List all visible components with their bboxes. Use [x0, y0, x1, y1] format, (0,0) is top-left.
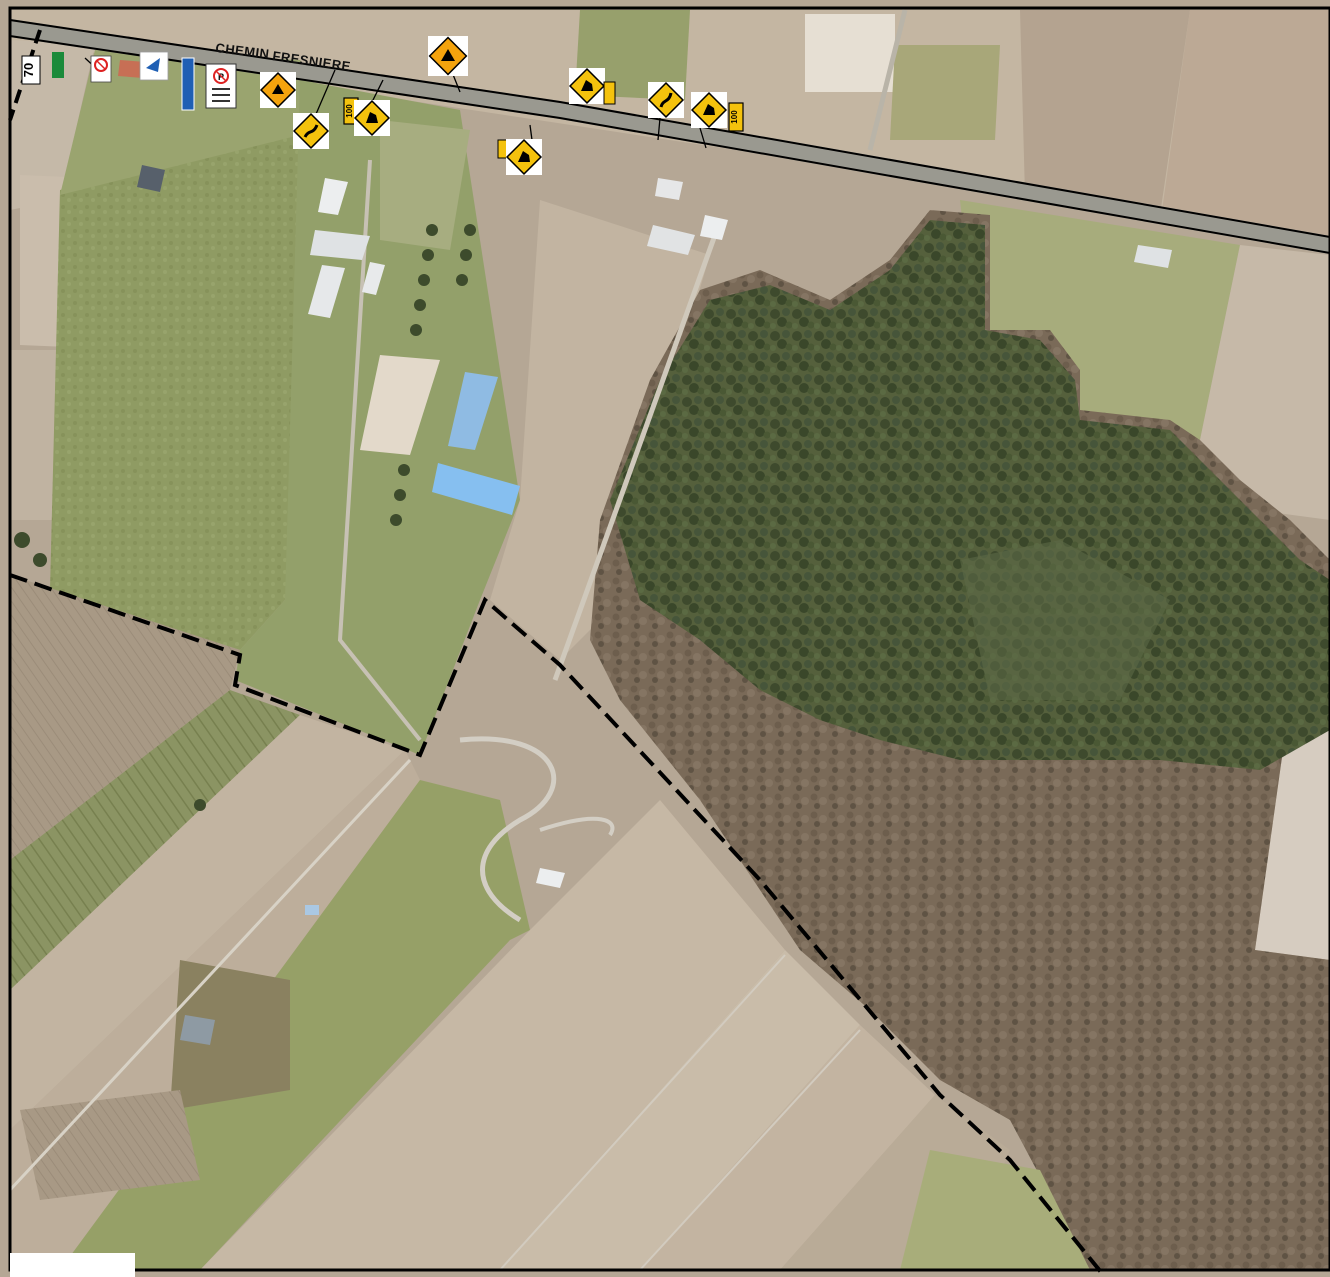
barn-roof-white-5 [647, 225, 695, 255]
barn-roof-white-2 [318, 178, 348, 215]
orchard-strip [10, 690, 300, 990]
road-name-label-1: CHEMIN [215, 40, 271, 62]
barn-roof-white-4 [362, 262, 385, 295]
field-south-1 [200, 800, 785, 1270]
warning-sign-horse-2[interactable] [353, 99, 391, 137]
barn-roof-blue [448, 372, 498, 450]
green-guide-sign[interactable] [52, 52, 64, 78]
info-sign[interactable] [139, 51, 169, 81]
farm-lawn [380, 120, 470, 250]
lane-north [867, 9, 908, 151]
barn-roof-white-3 [310, 230, 370, 260]
warning-sign-curve-2[interactable] [647, 81, 685, 119]
lane-farm [337, 159, 422, 742]
shed-roof-south [180, 1015, 215, 1045]
speed-advisory-sign-2[interactable]: 100 [728, 102, 744, 132]
strip-field [490, 200, 710, 660]
barn-roof-white-1 [308, 265, 345, 318]
arena-roof-blue [432, 463, 520, 515]
warning-sign-horse-6[interactable] [690, 91, 728, 129]
driveway-loop [459, 736, 557, 923]
field-east-1 [1180, 245, 1330, 520]
warning-sign-curve-1[interactable] [292, 112, 330, 150]
tree-lines [14, 224, 476, 811]
municipal-boundary [9, 573, 1107, 1277]
riding-arena-north [805, 14, 895, 92]
field-track-3 [639, 1029, 861, 1271]
forest-clearing [960, 540, 1170, 700]
house-roof-red [118, 60, 145, 78]
map-frame [8, 6, 1330, 1272]
riding-arena [360, 355, 440, 455]
no-parking-sign[interactable]: P [205, 63, 237, 109]
field-south-west-1 [10, 575, 240, 860]
house-roof-dark [137, 165, 165, 192]
warning-sign-horse-4[interactable] [505, 138, 543, 176]
route-number: 70 [21, 63, 36, 77]
shed-roof-1 [655, 178, 683, 200]
nursery-rows [20, 1090, 200, 1200]
warning-sign-small-2[interactable] [603, 81, 616, 105]
field-east-2 [1255, 690, 1330, 960]
field-south-west-2 [10, 715, 405, 1130]
legend-blank [10, 1253, 135, 1277]
shed-roof-2 [700, 215, 728, 240]
field-south-2 [500, 950, 860, 1270]
speed-value-1: 100 [345, 104, 354, 118]
grass-field-west [50, 120, 340, 650]
field-north-east-2 [1160, 10, 1330, 240]
house-roof-south [536, 868, 565, 888]
field-south-3 [640, 1025, 935, 1270]
field-track-1 [8, 758, 412, 1192]
grass-south-east [900, 1150, 1090, 1270]
driveway-branch [539, 816, 615, 837]
field-north-east-1 [1020, 10, 1190, 215]
house-roof-east [1134, 245, 1172, 268]
warning-sign-horse-5[interactable] [568, 67, 606, 105]
route-70-marker[interactable]: 70 [21, 55, 41, 85]
road-edge-north [9, 19, 1330, 238]
paddocks-north [890, 45, 1000, 140]
pasture-shelter [305, 905, 319, 915]
farmyard-south [170, 960, 290, 1110]
field-track-2 [499, 954, 786, 1271]
speed-value-2: 100 [730, 110, 739, 124]
lane-east [552, 234, 718, 681]
warning-sign-horse-3[interactable] [428, 36, 468, 76]
road-surface [8, 19, 1330, 254]
prohibition-sign[interactable] [90, 55, 112, 83]
warning-sign-horse-1[interactable] [259, 71, 297, 109]
blue-directional-sign[interactable] [181, 57, 195, 111]
